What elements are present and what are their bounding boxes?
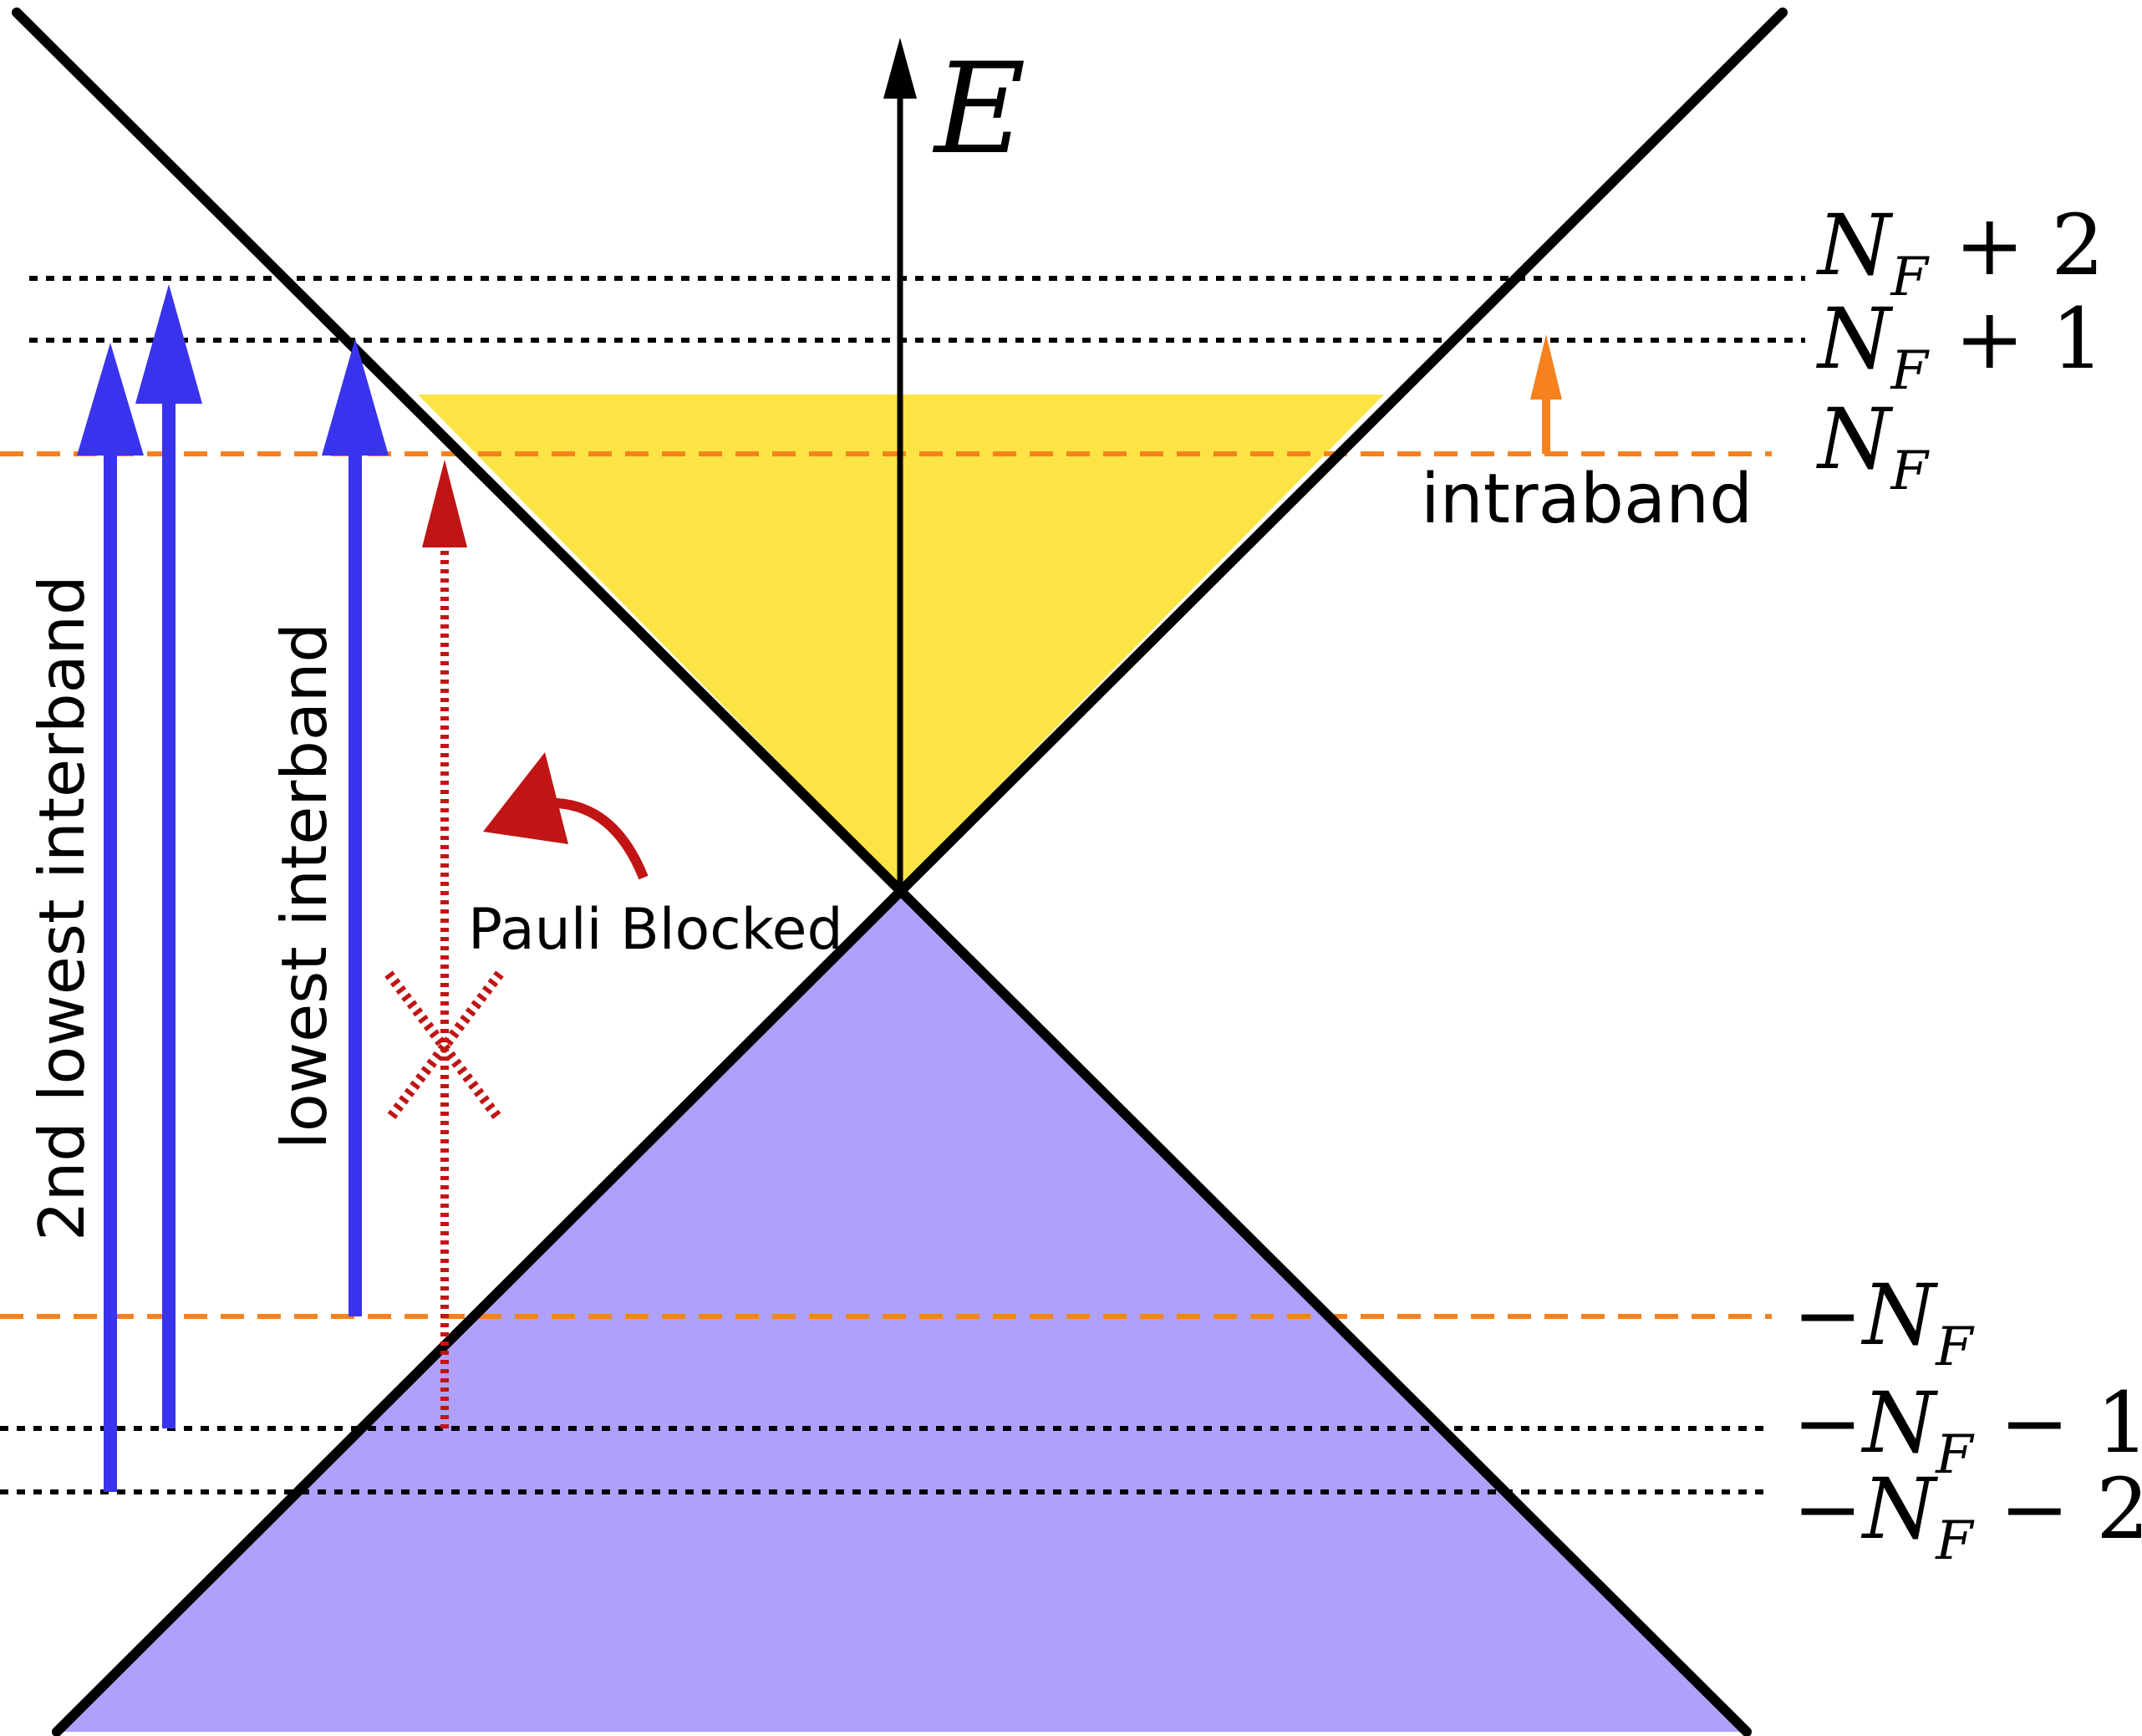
pauli-blocked-arrowhead [422, 460, 467, 547]
cone-line-left [12, 8, 1752, 1736]
level-label-nf-plus-2: NF + 2 [1816, 196, 2104, 308]
level-label-minus-nf-minus-2: −NF − 2 [1793, 1460, 2142, 1572]
svg-text:NF + 2: NF + 2 [1816, 196, 2104, 308]
pauli-curved-arrowhead [483, 752, 568, 844]
level-label-minus-nf: −NF [1793, 1266, 1975, 1378]
svg-text:−NF − 2: −NF − 2 [1793, 1460, 2142, 1572]
second-lowest-interband-label: 2nd lowest interband [25, 575, 99, 1241]
svg-text:−NF: −NF [1793, 1266, 1975, 1378]
level-label-nf: NF [1816, 390, 1931, 502]
energy-axis-arrowhead [883, 38, 917, 99]
intraband-arrowhead [1530, 334, 1562, 400]
cone-line-right [52, 8, 1788, 1736]
pauli-blocked-label: Pauli Blocked [468, 897, 843, 963]
level-label-minus-nf-minus-1: −NF − 1 [1793, 1374, 2142, 1486]
filled-valence-region [59, 886, 1747, 1732]
lowest-interband-arrowhead [322, 339, 389, 456]
lowest-interband-label: lowest interband [267, 623, 341, 1149]
svg-text:NF + 1: NF + 1 [1816, 290, 2104, 402]
svg-text:−NF − 1: −NF − 1 [1793, 1374, 2142, 1486]
blocked-cross-icon [384, 970, 504, 1123]
intraband-label: intraband [1421, 460, 1753, 539]
svg-text:NF: NF [1816, 390, 1931, 502]
energy-axis-label: E [932, 37, 1026, 182]
second-interband-arrowhead-inner [135, 284, 202, 404]
level-label-nf-plus-1: NF + 1 [1816, 290, 2104, 402]
second-interband-arrowhead-outer [77, 343, 144, 456]
